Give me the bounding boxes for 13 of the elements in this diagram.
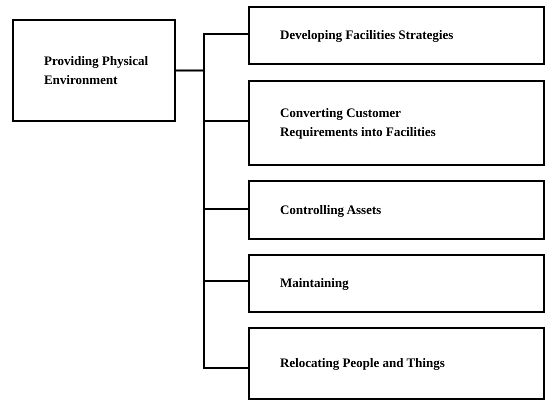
connector-line: [176, 70, 248, 369]
box-label: Controlling Assets: [280, 200, 382, 219]
process-box: [12, 19, 176, 122]
box-label: Converting Customer Requirements into Facilities: [280, 104, 437, 141]
process-box: [248, 180, 545, 240]
box-label: Providing Physical Environment: [44, 52, 150, 88]
process-box: [248, 80, 545, 166]
process-box: [248, 254, 545, 313]
box-label: Relocating People and Things: [280, 354, 446, 372]
process-box: [248, 6, 545, 65]
box-label: Developing Facilities Strategies: [280, 26, 454, 44]
process-box: [248, 327, 545, 400]
box-label: Maintaining: [280, 274, 350, 292]
